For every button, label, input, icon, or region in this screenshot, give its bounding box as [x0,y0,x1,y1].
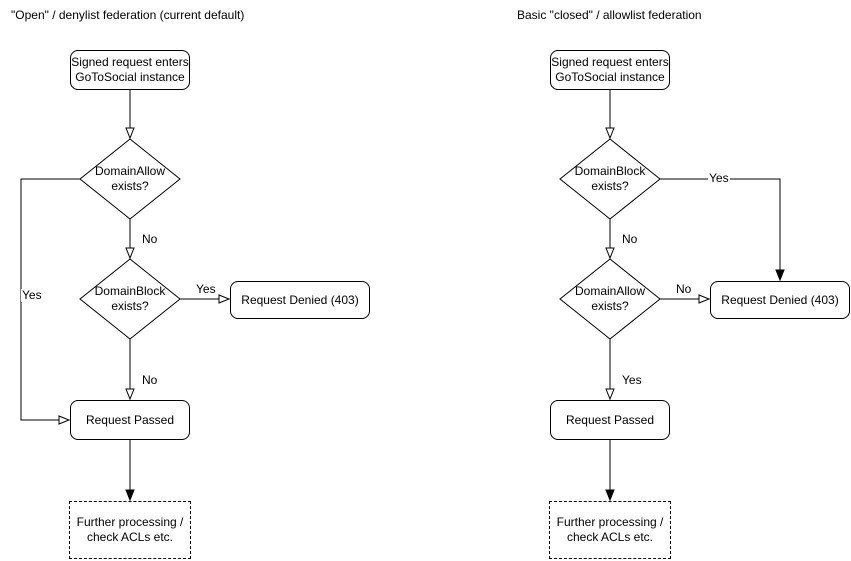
right-start-node: Signed request enters GoToSocial instanc… [550,50,670,90]
right-edge-label-yes-2: Yes [621,373,643,387]
left-edge-label-yes-denied: Yes [195,282,217,296]
right-edge-label-no-1: No [621,232,639,246]
left-edge-label-no-2: No [141,373,159,387]
right-edge-label-yes-denied: Yes [708,171,730,185]
right-further-node: Further processing / check ACLs etc. [549,501,671,559]
left-start-node: Signed request enters GoToSocial instanc… [70,50,190,90]
left-decision2-label: DomainBlock exists? [94,284,166,313]
right-diagram-title: Basic "closed" / allowlist federation [517,8,702,22]
left-further-node: Further processing / check ACLs etc. [69,501,191,559]
right-decision2-label: DomainAllow exists? [574,284,646,313]
right-decision1-diamond [559,138,661,220]
right-denied-node: Request Denied (403) [710,281,850,319]
left-diagram-title: "Open" / denylist federation (current de… [11,8,245,22]
left-decision2-diamond [79,258,181,340]
right-edge-label-no-denied: No [675,282,693,296]
left-decision1-diamond [79,138,181,220]
right-connector-decision1-yes-to-denied [660,178,785,282]
left-decision1-label: DomainAllow exists? [94,164,166,193]
right-passed-node: Request Passed [550,400,670,440]
left-denied-node: Request Denied (403) [230,281,370,319]
right-decision1-label: DomainBlock exists? [574,164,646,193]
left-passed-node: Request Passed [70,400,190,440]
left-edge-label-no-1: No [141,232,159,246]
right-decision2-diamond [559,258,661,340]
left-edge-label-yes-loop: Yes [21,288,43,302]
